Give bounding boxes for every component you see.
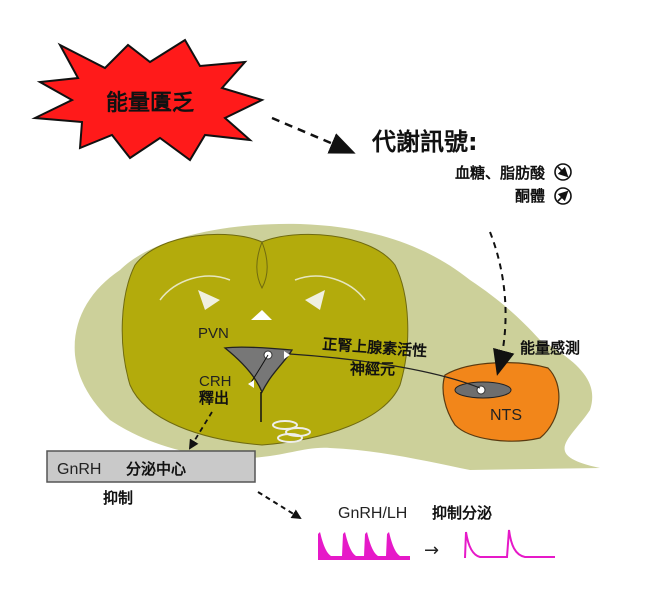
noradrenergic-projection <box>289 353 481 389</box>
secretion-center-label: 分泌中心 <box>126 460 186 478</box>
energy-sensing-label: 能量感測 <box>520 339 580 357</box>
metabolic-signals-title: 代謝訊號: <box>371 128 478 156</box>
inhibit-secretion-label: 抑制分泌 <box>432 504 492 522</box>
crh-label: CRH <box>199 373 232 390</box>
inhibit-label: 抑制 <box>103 489 133 507</box>
gnrh-center-box <box>46 450 256 483</box>
gnrh-label: GnRH <box>57 461 101 478</box>
arrow-signals-to-nts <box>489 231 515 376</box>
pulsatile-secretion-after <box>464 529 555 559</box>
burst-shape <box>31 38 265 162</box>
change-arrow: → <box>424 540 439 561</box>
energy-deficit-burst: 能量匱乏 <box>31 38 265 162</box>
nts-label: NTS <box>490 407 522 424</box>
release-label: 釋出 <box>199 389 229 407</box>
ventricle-marks <box>272 420 311 443</box>
brain-coronal-section <box>121 233 409 446</box>
signal-glucose-fatty-acid: 血糖、脂肪酸 <box>455 164 546 182</box>
gnrh-lh-label: GnRH/LH <box>338 505 407 522</box>
pvn-label: PVN <box>198 325 229 342</box>
nts-region <box>442 362 560 442</box>
arrow-deficit-to-signals <box>271 116 356 154</box>
noradrenergic-label-line2: 神經元 <box>350 360 395 378</box>
pulsatile-secretion-before <box>318 532 410 560</box>
arrow-gnrh-to-output <box>257 491 302 520</box>
signal-ketone-bodies: 酮體 <box>515 187 545 205</box>
pvn-region <box>223 346 294 394</box>
arrow-crh-to-gnrh <box>188 411 213 450</box>
increase-icon <box>554 187 572 205</box>
energy-deficit-label: 能量匱乏 <box>106 90 194 116</box>
decrease-icon <box>554 163 572 181</box>
